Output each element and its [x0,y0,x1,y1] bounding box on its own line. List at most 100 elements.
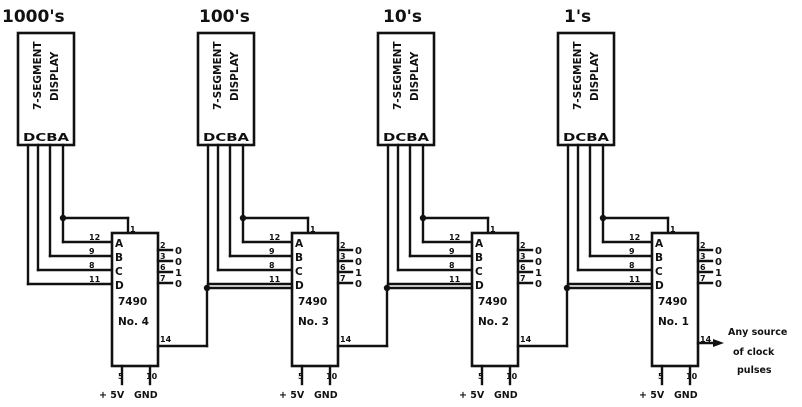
chip-input-pin-number: 11 [449,275,461,284]
display-label-line-2: DISPLAY [409,51,421,101]
clock-source-line-1: Any source [728,327,787,338]
ground-label: GND [494,390,518,401]
chip-output-value: 0 [535,246,542,257]
chip-input-label: A [115,238,124,250]
clock-pin-number: 14 [700,335,712,344]
chip-input-label: C [115,266,123,278]
counter-chip-7490 [110,231,160,368]
chip-output-pin-number: 7 [700,274,706,283]
ground-pin-number: 10 [146,372,158,381]
chip-output-pin-number: 6 [340,263,346,272]
seven-segment-display [196,31,256,147]
chip-output-value: 0 [715,257,722,268]
chip-input-label: B [475,252,483,264]
chip-part-number: 7490 [298,296,327,308]
chip-output-pin-number: 6 [700,263,706,272]
chip-output-value: 1 [535,268,542,279]
counter-chip-7490 [650,231,700,368]
chip-stage-number: No. 4 [118,316,149,328]
chip-input-label: B [295,252,303,264]
chip-output-pin-number: 3 [340,252,346,261]
chip-input-pin-number: 9 [629,247,635,256]
junction-dot [239,214,247,222]
chip-input-pin-number: 9 [89,247,95,256]
stage-title: 1000's [2,7,65,27]
pin-number-1: 1 [130,225,136,234]
chip-output-value: 0 [355,279,362,290]
junction-dot [59,214,67,222]
power-label: + 5V [459,390,485,401]
chip-input-pin-number: 9 [449,247,455,256]
chip-output-value: 0 [175,279,182,290]
power-pin-number: 5 [478,372,484,381]
chip-input-pin-number: 12 [449,233,460,242]
chip-output-value: 1 [175,268,182,279]
chip-input-label: D [655,280,664,292]
chip-input-pin-number: 11 [89,275,101,284]
chip-input-pin-number: 11 [629,275,641,284]
display-pin-labels: DCBA [203,132,250,144]
clock-arrow-icon [713,339,724,347]
chip-output-value: 0 [715,279,722,290]
power-label: + 5V [279,390,305,401]
clock-pin-number: 14 [340,335,352,344]
seven-segment-display [16,31,76,147]
ground-pin-number: 10 [686,372,698,381]
chip-output-value: 0 [175,246,182,257]
chip-input-label: A [295,238,304,250]
chip-input-label: A [655,238,664,250]
ground-pin-number: 10 [326,372,338,381]
power-pin-number: 5 [118,372,124,381]
chip-output-value: 0 [715,246,722,257]
chip-output-pin-number: 6 [160,263,166,272]
power-pin-number: 5 [658,372,664,381]
junction-dot [599,214,607,222]
chip-input-label: C [475,266,483,278]
clock-source-line-3: pulses [737,365,772,376]
ground-label: GND [134,390,158,401]
clock-pin-number: 14 [520,335,532,344]
chip-output-pin-number: 2 [160,241,166,250]
ground-label: GND [314,390,338,401]
display-label-line-1: 7-SEGMENT [572,41,584,110]
counter-chip-7490 [470,231,520,368]
chip-output-value: 0 [535,257,542,268]
clock-source-line-2: of clock [733,347,775,358]
display-pin-labels: DCBA [23,132,70,144]
stage-title: 1's [564,7,591,27]
power-label: + 5V [639,390,665,401]
chip-stage-number: No. 1 [658,316,689,328]
chip-input-pin-number: 9 [269,247,275,256]
chip-output-pin-number: 3 [520,252,526,261]
chip-input-label: D [115,280,124,292]
chip-input-pin-number: 11 [269,275,281,284]
display-label-line-1: 7-SEGMENT [212,41,224,110]
clock-source-label: Any source of clock pulses [728,327,787,376]
chip-stage-number: No. 3 [298,316,329,328]
stage-title: 100's [199,7,250,27]
chip-output-pin-number: 3 [700,252,706,261]
chip-output-value: 0 [355,246,362,257]
chip-output-pin-number: 7 [520,274,526,283]
stage-title: 10's [383,7,422,27]
chip-part-number: 7490 [658,296,687,308]
chip-output-value: 0 [535,279,542,290]
chip-input-pin-number: 8 [449,261,455,270]
chip-output-value: 1 [715,268,722,279]
display-label-line-2: DISPLAY [589,51,601,101]
display-label-line-1: 7-SEGMENT [32,41,44,110]
counter-chip-7490 [290,231,340,368]
chip-input-pin-number: 8 [269,261,275,270]
chip-output-pin-number: 7 [340,274,346,283]
junction-dot [419,214,427,222]
clock-pin-number: 14 [160,335,172,344]
chip-input-label: B [655,252,663,264]
chip-input-label: A [475,238,484,250]
chip-input-pin-number: 8 [629,261,635,270]
ground-label: GND [674,390,698,401]
